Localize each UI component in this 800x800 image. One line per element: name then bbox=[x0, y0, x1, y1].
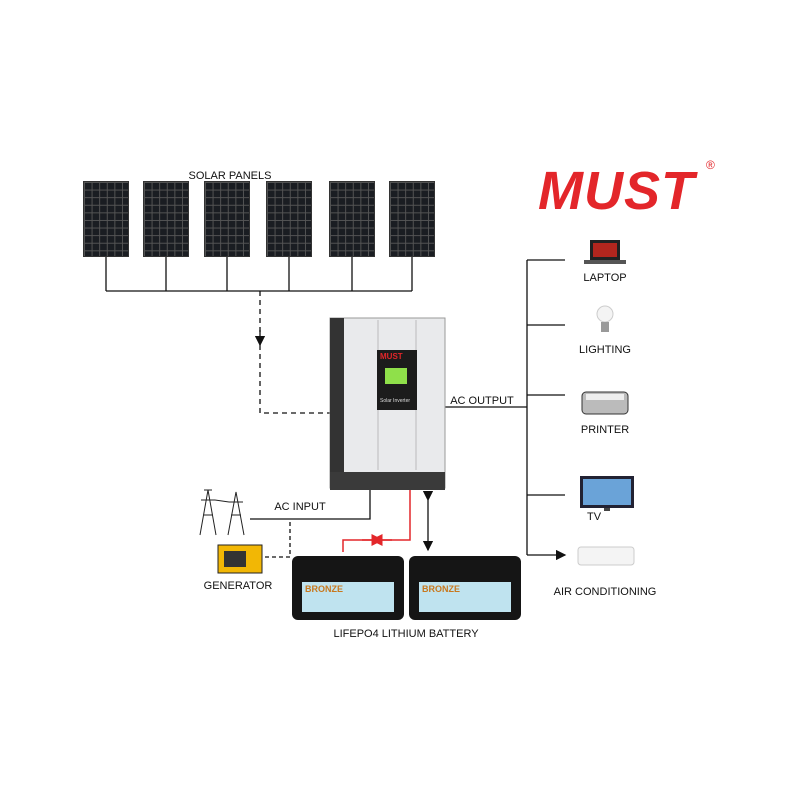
ac-input-line bbox=[250, 490, 371, 520]
solar-dashed-line bbox=[259, 291, 330, 414]
generator-label: GENERATOR bbox=[203, 580, 273, 592]
power-tower-icon bbox=[199, 489, 245, 536]
battery: BRONZE bbox=[409, 556, 521, 620]
generator-dashed-line bbox=[265, 520, 291, 558]
solar-panel bbox=[204, 181, 250, 257]
printer-icon bbox=[581, 391, 629, 415]
battery-label: LIFEPO4 LITHIUM BATTERY bbox=[333, 628, 479, 640]
load-label-lighting: LIGHTING bbox=[579, 344, 631, 356]
inverter-image bbox=[329, 317, 446, 490]
ac-input-label: AC INPUT bbox=[274, 501, 326, 513]
tv-icon bbox=[580, 476, 634, 511]
laptop-icon bbox=[584, 240, 626, 264]
solar-panel bbox=[389, 181, 435, 257]
must-logo: MUST bbox=[538, 161, 695, 221]
ac-output-label: AC OUTPUT bbox=[450, 395, 514, 407]
solar-panel bbox=[266, 181, 312, 257]
registered-mark: ® bbox=[706, 158, 715, 172]
load-label-tv: TV bbox=[586, 511, 602, 523]
solar-panel bbox=[329, 181, 375, 257]
load-label-air-conditioning: AIR CONDITIONING bbox=[553, 586, 657, 598]
battery-badge: BRONZE bbox=[305, 584, 343, 594]
solar-panels-label: SOLAR PANELS bbox=[188, 170, 272, 182]
inverter-brand: MUST bbox=[380, 352, 403, 361]
battery: BRONZE bbox=[292, 556, 404, 620]
light-bulb-icon bbox=[596, 305, 614, 332]
inverter-model-label: Solar Inverter bbox=[380, 398, 411, 404]
load-label-laptop: LAPTOP bbox=[583, 272, 627, 284]
generator-icon bbox=[217, 544, 263, 574]
battery-badge: BRONZE bbox=[422, 584, 460, 594]
air-conditioner-icon bbox=[577, 546, 635, 566]
solar-panel bbox=[83, 181, 129, 257]
solar-panel bbox=[143, 181, 189, 257]
panel-wiring bbox=[105, 257, 413, 292]
battery-dc-line bbox=[342, 490, 411, 552]
load-label-printer: PRINTER bbox=[580, 424, 630, 436]
